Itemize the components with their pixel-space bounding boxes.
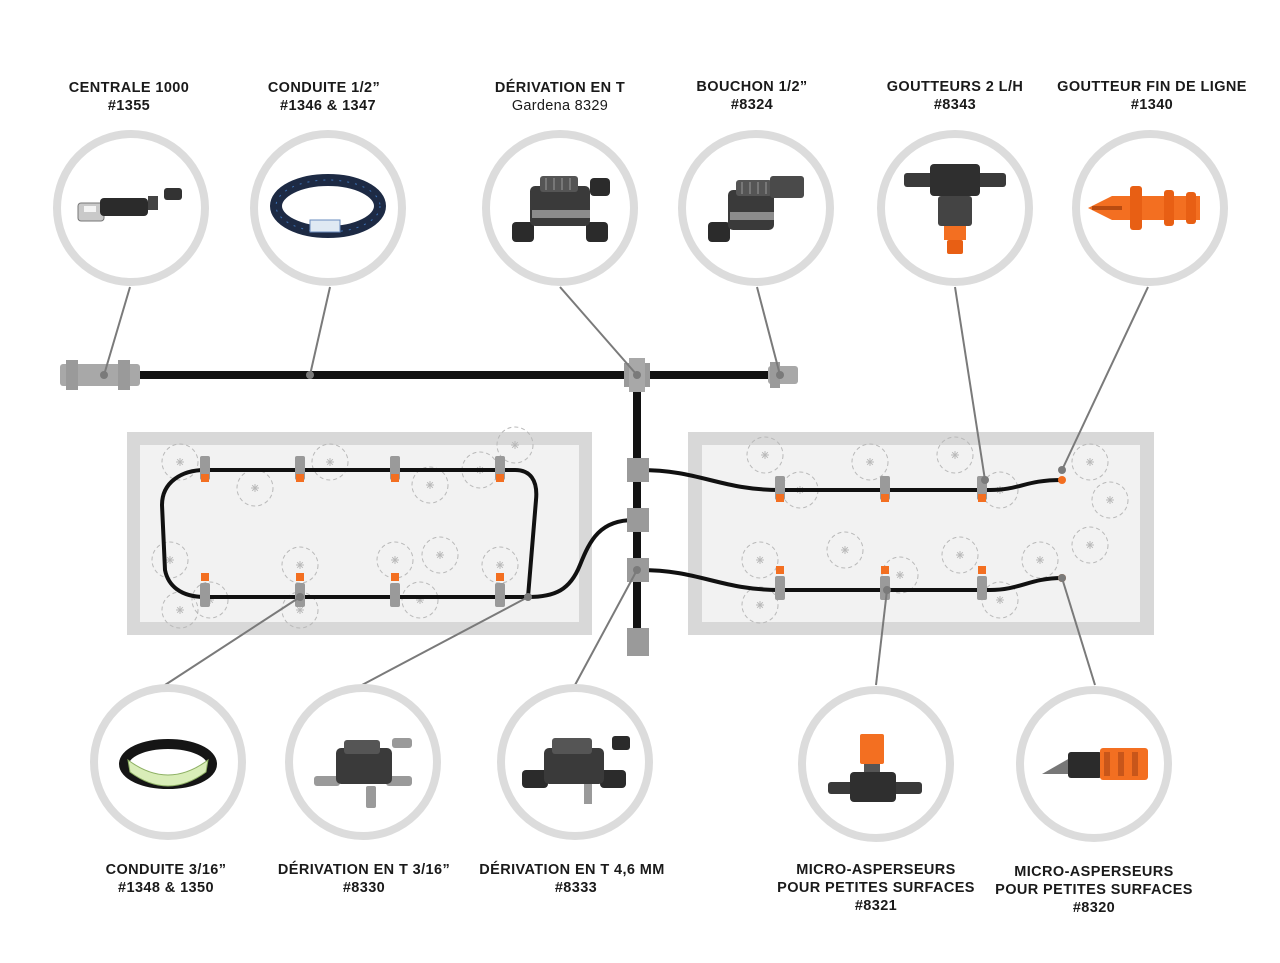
micro-sprinkler-upright-icon bbox=[828, 734, 922, 802]
emitter-body bbox=[775, 576, 785, 600]
label-derivation316-line1: DÉRIVATION EN T 3/16” bbox=[278, 861, 450, 878]
label-conduite-line2: #1346 & 1347 bbox=[280, 98, 376, 114]
label-micro8321-line2: POUR PETITES SURFACES bbox=[777, 880, 975, 896]
emitter-tip bbox=[296, 573, 304, 581]
hose-coil-icon bbox=[270, 174, 386, 238]
leader-dots bbox=[100, 371, 1066, 601]
small-t-connector-icon bbox=[314, 738, 412, 808]
label-goutteur-fin-line2: #1340 bbox=[1131, 97, 1173, 113]
t-connector-icon bbox=[512, 176, 610, 242]
component-bouchon: BOUCHON 1/2” #8324 bbox=[678, 79, 834, 286]
emitter-tip bbox=[391, 474, 399, 482]
label-centrale-line2: #1355 bbox=[108, 98, 150, 114]
label-derivation46-line1: DÉRIVATION EN T 4,6 MM bbox=[479, 861, 665, 878]
label-goutteurs-line2: #8343 bbox=[934, 97, 976, 113]
emitter-tip bbox=[776, 494, 784, 502]
pressure-regulator-icon bbox=[77, 188, 182, 222]
end-dripper-icon bbox=[1088, 186, 1200, 230]
component-centrale-1000: CENTRALE 1000 #1355 bbox=[53, 80, 209, 286]
label-goutteurs-line1: GOUTTEURS 2 L/H bbox=[887, 79, 1024, 95]
emitter-body bbox=[200, 583, 210, 607]
emitter-tip bbox=[391, 573, 399, 581]
emitter-tip bbox=[978, 566, 986, 574]
emitter-tip bbox=[978, 494, 986, 502]
component-conduite-316: CONDUITE 3/16” #1348 & 1350 bbox=[90, 684, 246, 896]
emitter-tip bbox=[776, 566, 784, 574]
component-conduite-12: CONDUITE 1/2” #1346 & 1347 bbox=[250, 80, 406, 286]
label-micro8321-line3: #8321 bbox=[855, 898, 897, 914]
small-hose-coil-icon bbox=[119, 739, 217, 789]
t-junction-fitting-icon bbox=[624, 358, 650, 392]
label-derivation-t-line1: DÉRIVATION EN T bbox=[495, 79, 625, 96]
label-conduite316-line2: #1348 & 1350 bbox=[118, 880, 214, 896]
label-centrale-line1: CENTRALE 1000 bbox=[69, 80, 189, 96]
label-micro8320-line2: POUR PETITES SURFACES bbox=[995, 882, 1193, 898]
emitter-body bbox=[390, 583, 400, 607]
label-micro8320-line3: #8320 bbox=[1073, 900, 1115, 916]
emitter-tip bbox=[496, 474, 504, 482]
component-derivation-46: DÉRIVATION EN T 4,6 MM #8333 bbox=[479, 684, 665, 896]
emitter-body bbox=[977, 576, 987, 600]
component-goutteur-fin: GOUTTEUR FIN DE LIGNE #1340 bbox=[1057, 79, 1247, 286]
emitters bbox=[200, 456, 1066, 607]
emitter-tip bbox=[201, 474, 209, 482]
component-micro-asperseurs-8321: MICRO-ASPERSEURS POUR PETITES SURFACES #… bbox=[777, 686, 975, 914]
label-goutteur-fin-line1: GOUTTEUR FIN DE LIGNE bbox=[1057, 79, 1247, 95]
label-derivation46-line2: #8333 bbox=[555, 880, 597, 896]
dripper-icon bbox=[904, 164, 1006, 254]
end-plug-icon bbox=[708, 176, 804, 242]
main-supply-pipe bbox=[135, 371, 772, 640]
emitter-tip bbox=[881, 494, 889, 502]
component-goutteurs: GOUTTEURS 2 L/H #8343 bbox=[877, 79, 1033, 286]
label-micro8320-line1: MICRO-ASPERSEURS bbox=[1014, 864, 1173, 880]
micro-sprinkler-spike-icon bbox=[1042, 748, 1148, 780]
label-conduite-line1: CONDUITE 1/2” bbox=[268, 80, 380, 96]
component-derivation-t: DÉRIVATION EN T Gardena 8329 bbox=[482, 79, 638, 286]
micro-tubing bbox=[159, 468, 1064, 599]
label-conduite316-line1: CONDUITE 3/16” bbox=[106, 862, 227, 878]
emitter-tip bbox=[296, 474, 304, 482]
main-line-fittings bbox=[60, 358, 798, 656]
label-bouchon-line1: BOUCHON 1/2” bbox=[696, 79, 807, 95]
label-derivation-t-line2: Gardena 8329 bbox=[512, 98, 608, 114]
emitter-body bbox=[495, 583, 505, 607]
component-micro-asperseurs-8320: MICRO-ASPERSEURS POUR PETITES SURFACES #… bbox=[995, 686, 1193, 916]
plant-symbols bbox=[151, 426, 1129, 629]
label-derivation316-line2: #8330 bbox=[343, 880, 385, 896]
leader-lines bbox=[103, 286, 1149, 686]
label-micro8321-line1: MICRO-ASPERSEURS bbox=[796, 862, 955, 878]
t-connector-46-icon bbox=[522, 736, 630, 804]
emitter-tip bbox=[201, 573, 209, 581]
label-bouchon-line2: #8324 bbox=[731, 97, 773, 113]
component-derivation-316: DÉRIVATION EN T 3/16” #8330 bbox=[278, 684, 450, 896]
emitter-tip bbox=[496, 573, 504, 581]
end-dripper-marker bbox=[1058, 476, 1066, 484]
emitter-tip bbox=[881, 566, 889, 574]
